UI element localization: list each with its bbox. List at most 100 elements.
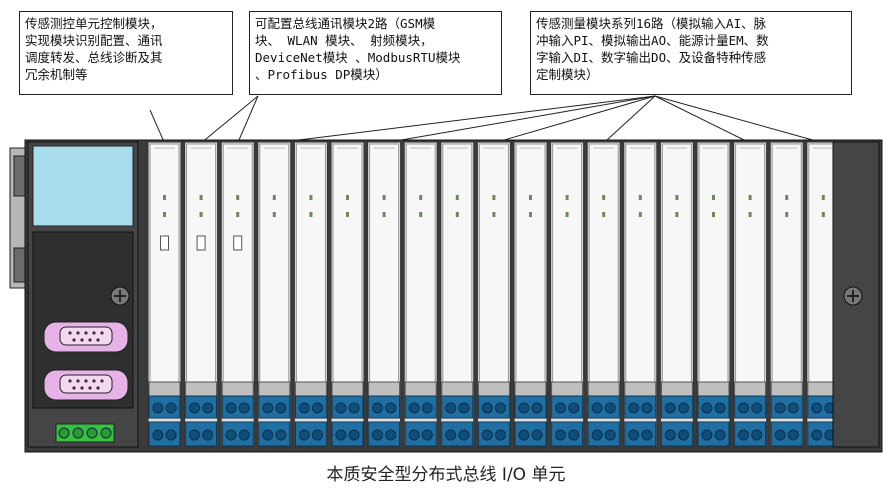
status-led <box>382 195 386 200</box>
terminal-screw <box>275 402 287 414</box>
slot-module <box>769 141 804 448</box>
terminal-screw <box>298 402 310 414</box>
terminal-screw <box>372 429 383 441</box>
terminal-screw <box>701 402 713 414</box>
slot-module <box>293 141 328 448</box>
slot-module <box>330 141 365 448</box>
slot-module <box>513 141 548 448</box>
status-led <box>712 195 715 200</box>
terminal-screw <box>372 402 383 414</box>
terminal-screw <box>421 402 433 414</box>
terminal-screw <box>641 402 653 414</box>
status-led <box>272 195 276 200</box>
terminal-screw <box>335 402 347 414</box>
terminal-screw <box>298 429 310 441</box>
status-led <box>199 212 203 217</box>
terminal-screw <box>262 429 274 441</box>
status-led <box>638 212 642 217</box>
status-led <box>419 212 423 217</box>
terminal-screw <box>202 429 214 441</box>
terminal-screw <box>738 429 749 441</box>
terminal-screw <box>348 402 360 414</box>
status-led <box>675 212 679 217</box>
slot-module <box>586 141 621 448</box>
status-led <box>785 195 789 200</box>
terminal-screw <box>714 429 726 441</box>
terminal-screw <box>421 429 433 441</box>
status-led <box>785 212 789 217</box>
db9-port-upper <box>43 321 129 353</box>
status-led <box>492 212 496 217</box>
status-led <box>455 212 459 217</box>
terminal-screw <box>555 429 566 441</box>
slot-module <box>550 141 585 448</box>
terminal-screw <box>458 402 470 414</box>
terminal-screw <box>445 429 457 441</box>
terminal-screw <box>751 429 763 441</box>
slot-module <box>659 141 694 448</box>
terminal-screw <box>495 402 506 414</box>
status-led <box>565 195 569 200</box>
left-mount-tab-lower <box>13 247 27 283</box>
terminal-screw <box>225 429 237 441</box>
status-led <box>638 195 642 200</box>
status-led <box>163 195 166 200</box>
terminal-screw <box>628 402 640 414</box>
module-latch <box>196 235 206 251</box>
terminal-screw <box>678 429 689 441</box>
left-mount-tab <box>13 155 27 197</box>
status-display <box>32 145 134 227</box>
terminal-screw <box>738 402 749 414</box>
terminal-screw <box>335 429 347 441</box>
leader-line <box>237 95 259 144</box>
terminal-screw <box>714 402 726 414</box>
terminal-screw <box>165 402 177 414</box>
terminal-screw <box>495 429 506 441</box>
terminal-screw <box>811 429 823 441</box>
leader-line <box>654 95 751 144</box>
terminal-screw <box>664 429 676 441</box>
terminal-screw <box>238 429 250 441</box>
leader-line <box>200 95 259 144</box>
terminal-screw <box>678 402 689 414</box>
status-led <box>455 195 459 200</box>
slot-module <box>220 141 255 448</box>
terminal-screw <box>385 402 397 414</box>
terminal-screw <box>481 402 493 414</box>
control-module <box>27 141 139 448</box>
terminal-screw <box>591 402 603 414</box>
slot-module <box>696 141 731 448</box>
terminal-screw <box>408 429 420 441</box>
terminal-screw <box>664 402 676 414</box>
terminal-screw <box>591 429 603 441</box>
terminal-screw <box>604 429 616 441</box>
terminal-screw <box>518 429 530 441</box>
terminal-screw <box>555 402 566 414</box>
terminal-screw <box>189 429 200 441</box>
figure-caption: 本质安全型分布式总线 I/O 单元 <box>326 465 566 485</box>
slot-module <box>440 141 475 448</box>
leader-lines <box>149 95 824 144</box>
terminal-screw <box>481 429 493 441</box>
slot-module <box>403 141 438 448</box>
power-terminal-block <box>55 423 115 443</box>
right-end-plate <box>832 141 880 448</box>
leader-line <box>654 95 824 144</box>
leader-line <box>493 95 656 144</box>
leader-line <box>274 95 656 144</box>
slot-module <box>257 141 292 448</box>
slot-module <box>733 141 768 448</box>
terminal-screw <box>312 429 323 441</box>
module-latch <box>233 235 243 251</box>
terminal-screw <box>787 429 799 441</box>
terminal-screw <box>774 402 786 414</box>
status-led <box>565 212 569 217</box>
status-led <box>712 212 715 217</box>
terminal-screw <box>275 429 287 441</box>
status-led <box>492 195 496 200</box>
terminal-screw <box>787 402 799 414</box>
terminal-screw <box>312 402 323 414</box>
terminal-screw <box>701 429 713 441</box>
status-led <box>675 195 679 200</box>
